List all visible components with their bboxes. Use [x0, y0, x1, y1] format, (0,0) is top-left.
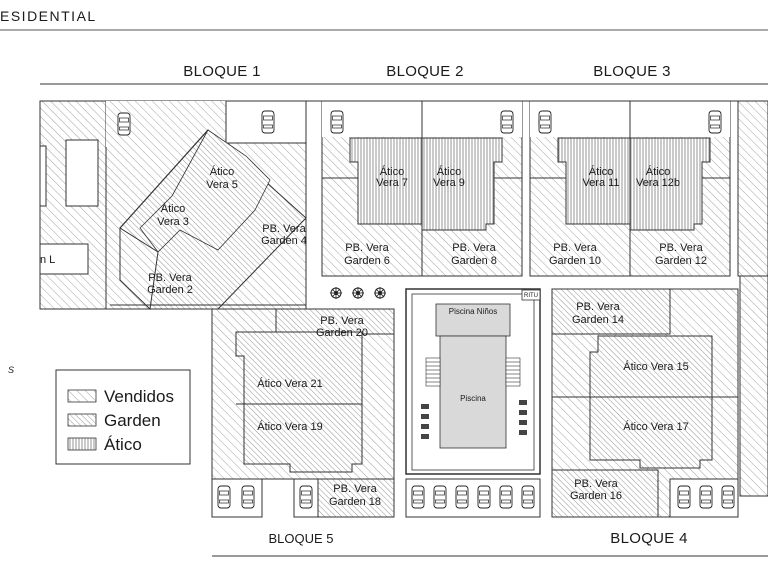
car-icon [677, 485, 691, 509]
unit-garden-8-line1: PB. Vera [452, 242, 496, 254]
car-icon [477, 485, 491, 509]
unit-atico-vera-19: Ático Vera 19 [257, 420, 322, 433]
unit-garden-6-line1: PB. Vera [345, 242, 389, 254]
car-icon [708, 110, 722, 134]
car-icon [538, 110, 552, 134]
block-5: PB. Vera Garden 20 Ático Vera 21 Ático V… [211, 308, 395, 518]
block-2: Ático Vera 7 Ático Vera 9 PB. Vera Garde… [321, 100, 523, 277]
unit-garden-10-line2: Garden 10 [549, 255, 601, 267]
unit-atico-vera-9-line2: Vera 9 [433, 177, 465, 189]
pool-area: RITU Piscina Niños Piscina [405, 288, 541, 475]
unit-atico-vera-5-line2: Vera 5 [206, 179, 238, 191]
car-icon [521, 485, 535, 509]
car-icon [217, 485, 231, 509]
unit-garden-4-line2: Garden 4 [261, 235, 307, 247]
unit-garden-18-line2: Garden 18 [329, 496, 381, 508]
unit-garden-14-line2: Garden 14 [572, 314, 624, 326]
tree-icon [373, 286, 387, 300]
unit-garden-4-line1: PB. Vera [262, 223, 306, 235]
parking-strip [405, 478, 541, 518]
legend-label-vendidos: Vendidos [104, 387, 174, 406]
legend-label-garden: Garden [104, 411, 161, 430]
unit-atico-vera-7-line2: Vera 7 [376, 177, 408, 189]
kids-pool [435, 303, 511, 337]
left-neighbour-area: n L [39, 100, 107, 310]
unit-garden-18-line1: PB. Vera [333, 483, 377, 495]
block-3: Ático Vera 11 Ático Vera 12b PB. Vera Ga… [529, 100, 731, 277]
legend-swatch-atico [67, 437, 97, 451]
unit-atico-vera-3-line1: Ático [161, 202, 185, 215]
car-icon [411, 485, 425, 509]
kids-pool-label: Piscina Niños [449, 307, 497, 316]
car-icon [117, 112, 131, 136]
block-4: PB. Vera Garden 14 Ático Vera 15 Ático V… [551, 288, 739, 518]
car-icon [330, 110, 344, 134]
unit-garden-6-line2: Garden 6 [344, 255, 390, 267]
unit-garden-20-line1: PB. Vera [320, 315, 364, 327]
unit-atico-vera-7-line1: Ático [380, 165, 404, 178]
legend-swatch-garden [67, 413, 97, 427]
car-icon [499, 485, 513, 509]
unit-atico-vera-5-line1: Ático [210, 165, 234, 178]
unit-atico-vera-12b-line2: Vera 12b [636, 177, 680, 189]
unit-garden-2-line2: Garden 2 [147, 284, 193, 296]
tree-icon [329, 286, 343, 300]
unit-garden-8-line2: Garden 8 [451, 255, 497, 267]
car-icon [433, 485, 447, 509]
unit-garden-2-line1: PB. Vera [148, 272, 192, 284]
header-title: ESIDENTIAL [0, 8, 97, 24]
unit-garden-12-line1: PB. Vera [659, 242, 703, 254]
ritu-label: RITU [524, 293, 538, 299]
side-letter: S [8, 365, 14, 375]
car-icon [721, 485, 735, 509]
unit-atico-vera-11-line2: Vera 11 [582, 177, 619, 189]
car-icon [261, 110, 275, 134]
unit-garden-20-line2: Garden 20 [316, 327, 368, 339]
car-icon [299, 485, 313, 509]
unit-atico-vera-11-line1: Ático [589, 165, 613, 178]
unit-atico-vera-3-line2: Vera 3 [157, 216, 189, 228]
block-2-title: BLOQUE 2 [386, 63, 463, 80]
block-4-title: BLOQUE 4 [610, 530, 687, 547]
unit-atico-vera-17: Ático Vera 17 [623, 420, 688, 433]
unit-atico-vera-15: Ático Vera 15 [623, 360, 688, 373]
unit-garden-16-line2: Garden 16 [570, 490, 622, 502]
car-icon [500, 110, 514, 134]
block-1: Ático Vera 5 Ático Vera 3 PB. Vera Garde… [105, 100, 307, 311]
car-icon [455, 485, 469, 509]
tree-icon [351, 286, 365, 300]
unit-atico-vera-12b-line1: Ático [646, 165, 670, 178]
block-3-title: BLOQUE 3 [593, 63, 670, 80]
unit-garden-16-line1: PB. Vera [574, 478, 618, 490]
car-icon [699, 485, 713, 509]
legend-swatch-vendidos [67, 389, 97, 403]
unit-garden-14-line1: PB. Vera [576, 301, 620, 313]
car-icon [241, 485, 255, 509]
block-5-title: BLOQUE 5 [268, 531, 333, 546]
left-partial-label: n L [40, 254, 55, 266]
main-pool [439, 335, 507, 449]
legend: Vendidos Garden Ático [55, 369, 191, 465]
legend-label-atico: Ático [104, 435, 142, 454]
unit-garden-10-line1: PB. Vera [553, 242, 597, 254]
unit-atico-vera-9-line1: Ático [437, 165, 461, 178]
unit-atico-vera-21: Ático Vera 21 [257, 377, 322, 390]
block-1-title: BLOQUE 1 [183, 63, 260, 80]
unit-garden-12-line2: Garden 12 [655, 255, 707, 267]
main-pool-label: Piscina [460, 394, 486, 403]
